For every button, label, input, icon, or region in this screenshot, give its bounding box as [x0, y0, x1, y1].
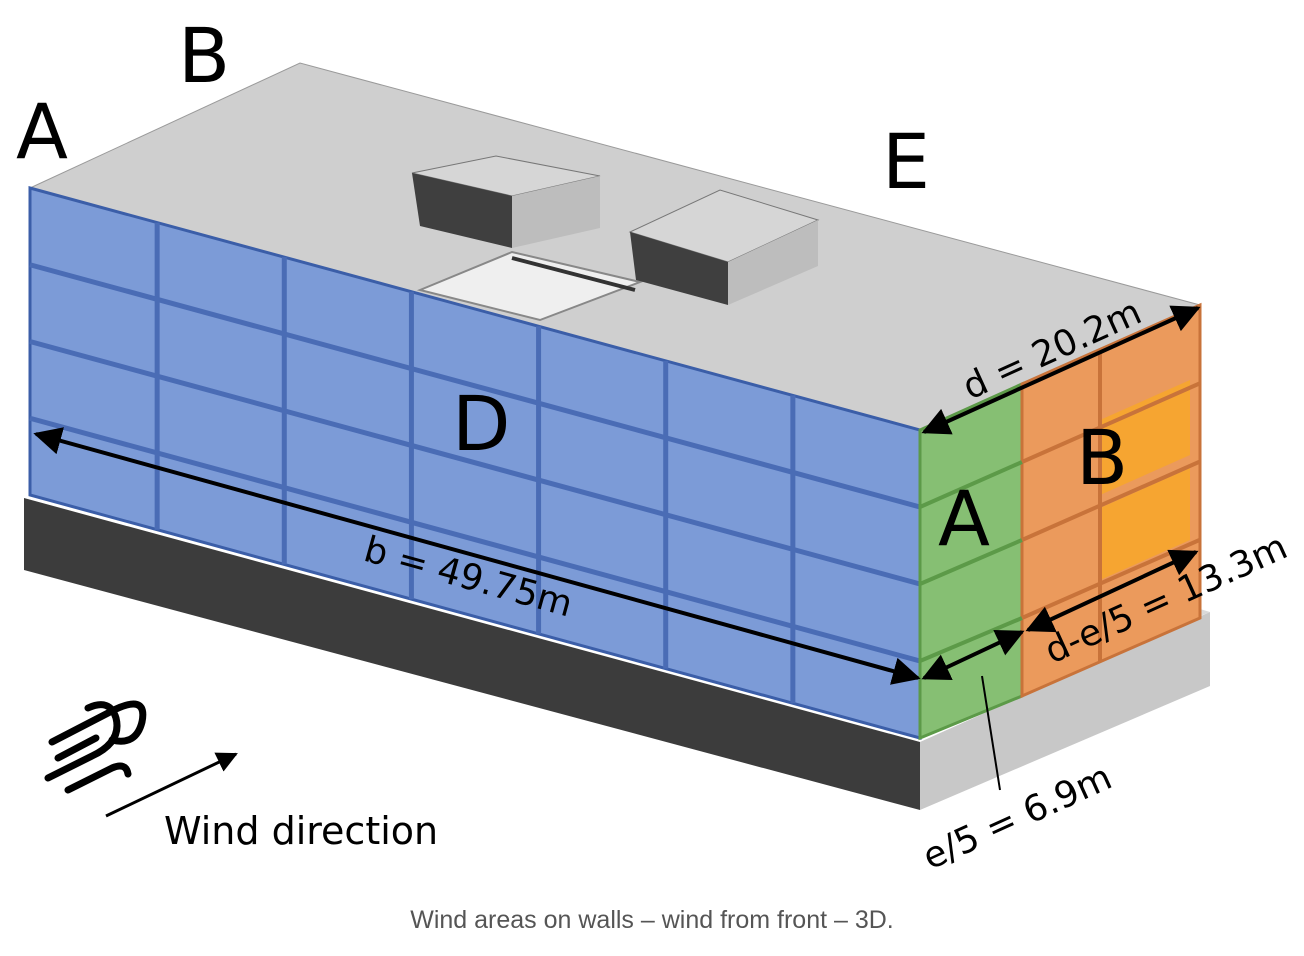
dimension-line-d-minus-e5	[1025, 549, 1199, 633]
wind-icon	[44, 700, 147, 794]
wall-a-floor-line	[919, 460, 1023, 509]
wind-direction-arrow	[105, 752, 238, 818]
rooftop-box-1-front	[412, 173, 512, 248]
zone-label-b-top: B	[178, 11, 230, 100]
dimension-line-b	[33, 427, 921, 685]
roof-opening	[416, 250, 644, 322]
rooftop-box-1-side	[512, 176, 600, 248]
rooftop-box-2-side	[728, 220, 818, 305]
figure-caption: Wind areas on walls – wind from front – …	[410, 906, 894, 934]
dimension-leader-e5	[981, 675, 1001, 791]
wall-b-floor-line	[1021, 459, 1201, 542]
zone-label-b-wall: B	[1076, 413, 1128, 502]
wall-a-floor-line	[919, 538, 1023, 586]
roof-rail	[511, 256, 636, 292]
plinth-right	[920, 612, 1210, 810]
zone-label-a-top: A	[16, 87, 68, 176]
wind-zones-diagram: A B E D A B b = 49.75m d = 20.2m e/5 = 6…	[16, 11, 1294, 878]
zone-label-e: E	[882, 117, 930, 206]
dimension-line-d	[921, 305, 1201, 435]
zone-label-d: D	[452, 379, 511, 468]
rooftop-box-2-front	[630, 232, 728, 305]
wind-direction-label: Wind direction	[164, 809, 438, 853]
zone-label-a-wall: A	[938, 474, 990, 563]
dimension-line-e5	[921, 630, 1025, 680]
